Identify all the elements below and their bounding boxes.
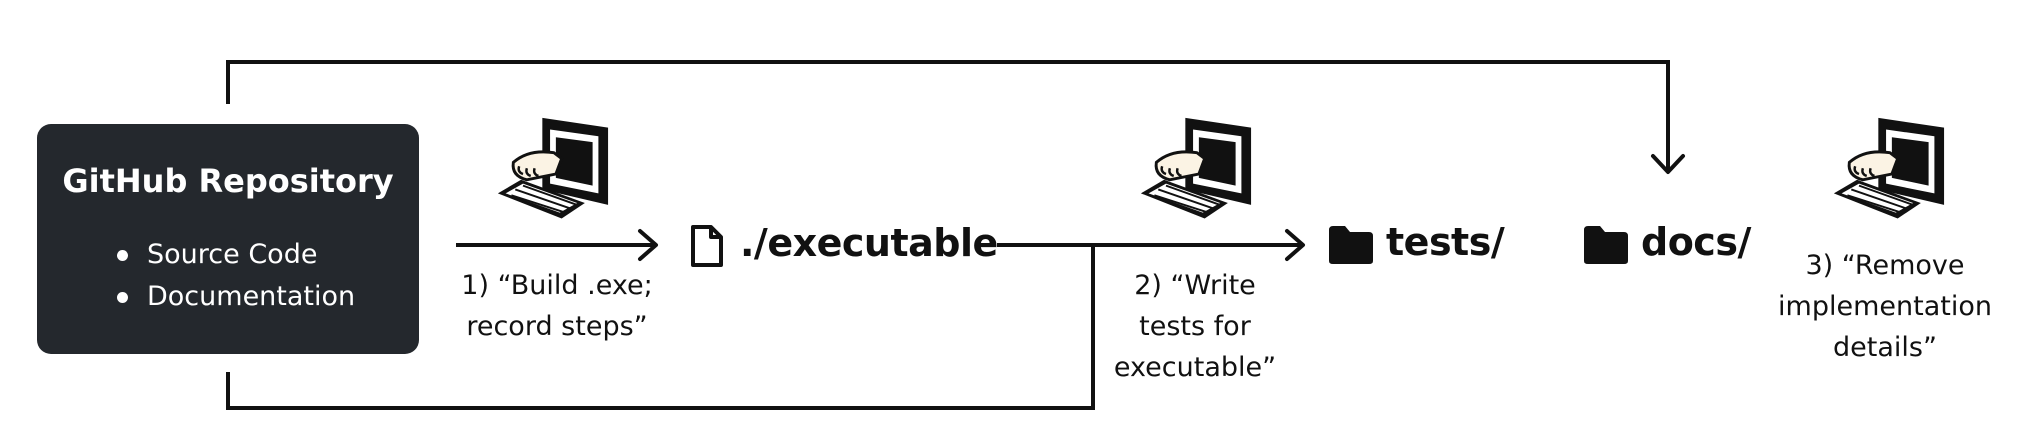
step3-caption-line: implementation (1778, 291, 1992, 322)
repository-contents-list: Source Code Documentation (115, 234, 355, 318)
step1-arrowhead (638, 229, 658, 261)
step2-caption-line: tests for (1139, 311, 1251, 342)
computer-user-icon (497, 117, 609, 219)
step1-caption-line: record steps” (466, 311, 648, 342)
executable-label: ./executable (740, 221, 998, 265)
bottom-connector-line (226, 245, 1095, 410)
top-connector-line (226, 60, 1670, 170)
repository-item-documentation: Documentation (115, 276, 355, 318)
file-icon (691, 225, 723, 267)
github-repository-box: GitHub Repository Source Code Documentat… (37, 124, 419, 354)
step1-caption: 1) “Build .exe; record steps” (452, 265, 662, 347)
folder-icon (1329, 226, 1373, 264)
folder-icon (1584, 226, 1628, 264)
computer-user-icon (1833, 117, 1945, 219)
step1-caption-line: 1) “Build .exe; (461, 270, 653, 301)
computer-user-icon (1140, 117, 1252, 219)
repository-title: GitHub Repository (62, 162, 394, 200)
step3-caption-line: details” (1833, 332, 1937, 363)
repository-item-source-code: Source Code (115, 234, 355, 276)
step2-caption-line: 2) “Write (1134, 270, 1256, 301)
step2-caption: 2) “Write tests for executable” (1090, 265, 1300, 388)
tests-folder-label: tests/ (1386, 220, 1505, 264)
docs-folder-label: docs/ (1641, 220, 1751, 264)
step2-caption-line: executable” (1113, 352, 1277, 383)
step3-caption: 3) “Remove implementation details” (1770, 245, 2000, 368)
top-connector-arrowhead (1651, 154, 1685, 174)
step3-caption-line: 3) “Remove (1805, 250, 1965, 281)
step2-arrowhead (1285, 229, 1305, 261)
